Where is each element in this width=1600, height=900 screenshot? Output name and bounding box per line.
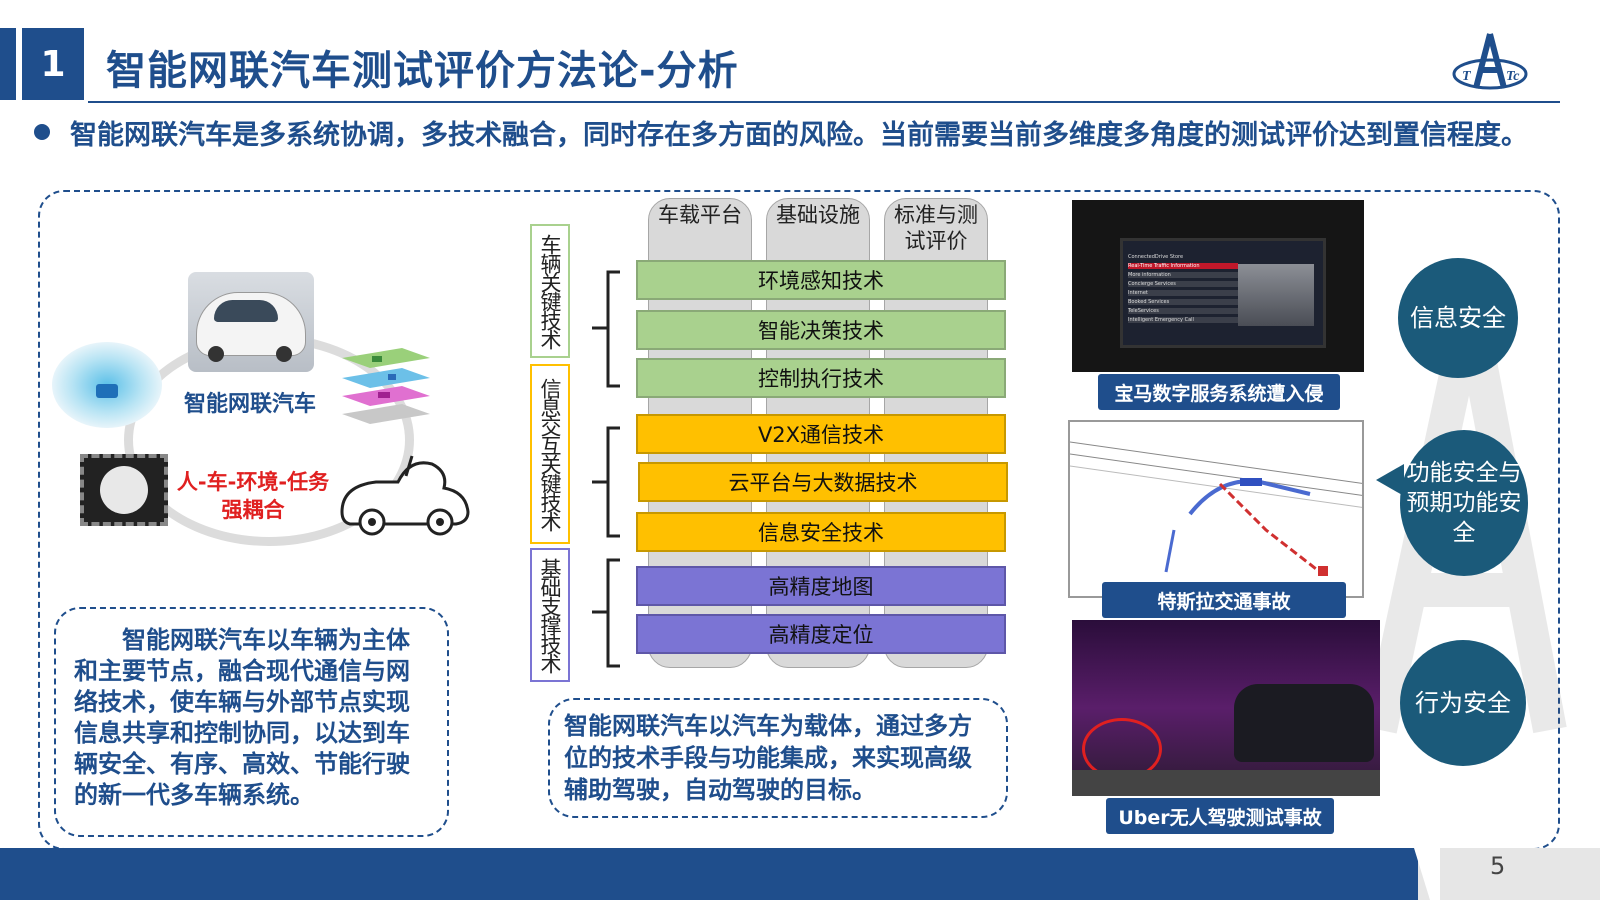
bmw-menu-item: Internet (1128, 290, 1238, 296)
tech-info-security: 信息安全技术 (636, 512, 1006, 552)
tech-intelligent-decision: 智能决策技术 (636, 310, 1006, 350)
caption-tesla: 特斯拉交通事故 (1102, 582, 1346, 618)
bmw-menu-item: More information (1128, 272, 1238, 278)
bubble-pointer (1376, 464, 1404, 496)
icv-goal-text: 智能网联汽车以汽车为载体，通过多方位的技术手段与功能集成，来实现高级辅助驾驶，自… (564, 712, 972, 804)
bubble-behavior-safety: 行为安全 (1400, 640, 1526, 766)
road-surface (1072, 770, 1380, 796)
tech-hd-positioning: 高精度定位 (636, 614, 1006, 654)
page-number: 5 (1490, 852, 1506, 880)
header-accent-bar (0, 28, 16, 100)
tech-cloud-bigdata: 云平台与大数据技术 (638, 462, 1008, 502)
bubble-info-security: 信息安全 (1398, 258, 1518, 378)
caption-uber: Uber无人驾驶测试事故 (1106, 798, 1334, 834)
uber-accident-image (1072, 620, 1380, 796)
icv-definition-box: 智能网联汽车以车辆为主体和主要节点，融合现代通信与网络技术，使车辆与外部节点实现… (54, 607, 449, 837)
bmw-menu-item: TeleServices (1128, 308, 1238, 314)
caption-bmw: 宝马数字服务系统遭入侵 (1098, 374, 1340, 410)
brain-head-icon (100, 466, 148, 514)
tech-v2x-communication: V2X通信技术 (636, 414, 1006, 454)
column-label: 标准与测试评价 (894, 203, 978, 253)
section-number: 1 (22, 28, 84, 100)
car-wheel-icon (276, 346, 292, 362)
bmw-screen-image: ConnectedDrive Store Real-Time Traffic I… (1072, 200, 1364, 372)
tech-hd-map: 高精度地图 (636, 566, 1006, 606)
bmw-menu-item: Concierge Services (1128, 281, 1238, 287)
bullet-icon (34, 124, 50, 140)
page-number-area (1418, 848, 1600, 900)
bmw-menu-item: Intelligent Emergency Call (1128, 317, 1238, 323)
cartoon-car-icon (340, 455, 470, 536)
group-brackets (592, 270, 620, 668)
group-label-vehicle: 车辆关键技术 (530, 224, 570, 358)
page-title: 智能网联汽车测试评价方法论-分析 (106, 48, 739, 94)
tesla-accident-diagram (1068, 420, 1364, 598)
svg-text:Tc: Tc (1506, 69, 1520, 84)
intro-bullet: 智能网联汽车是多系统协调，多技术融合，同时存在多方面的风险。当前需要当前多维度多… (70, 120, 1528, 151)
map-layers-image (342, 348, 430, 424)
group-label-foundation: 基础支撑技术 (530, 548, 570, 682)
bubble-functional-safety: 功能安全与预期功能安全 (1400, 430, 1528, 576)
header-divider (88, 101, 1560, 103)
icv-label: 智能网联汽车 (184, 392, 317, 417)
column-label: 基础设施 (776, 203, 860, 227)
bmw-menu-item: ConnectedDrive Store (1128, 254, 1184, 260)
column-label: 车载平台 (658, 203, 742, 227)
coupling-text: 人-车-环境-任务强耦合 (176, 470, 330, 522)
tech-environment-perception: 环境感知技术 (636, 260, 1006, 300)
org-logo: T Tc (1452, 33, 1528, 90)
tech-control-execution: 控制执行技术 (636, 358, 1006, 398)
car-window (214, 300, 278, 322)
accident-sketch (1070, 441, 1362, 576)
svg-text:T: T (1462, 69, 1472, 84)
uber-vehicle (1234, 684, 1374, 762)
footer-divider (1414, 848, 1440, 900)
bmw-menu-item: Booked Services (1128, 299, 1238, 305)
road-car-icon (96, 384, 118, 398)
footer-bar (0, 848, 1418, 900)
icv-goal-box: 智能网联汽车以汽车为载体，通过多方位的技术手段与功能集成，来实现高级辅助驾驶，自… (548, 698, 1008, 818)
car-wheel-icon (208, 346, 224, 362)
bmw-car-thumbnail (1238, 264, 1314, 326)
bmw-menu-item: Real-Time Traffic Information (1128, 263, 1238, 269)
group-label-info-exchange: 信息交互关键技术 (530, 364, 570, 544)
icv-definition-text: 智能网联汽车以车辆为主体和主要节点，融合现代通信与网络技术，使车辆与外部节点实现… (74, 626, 410, 809)
bmw-menu-list: ConnectedDrive Store Real-Time Traffic I… (1128, 254, 1238, 334)
